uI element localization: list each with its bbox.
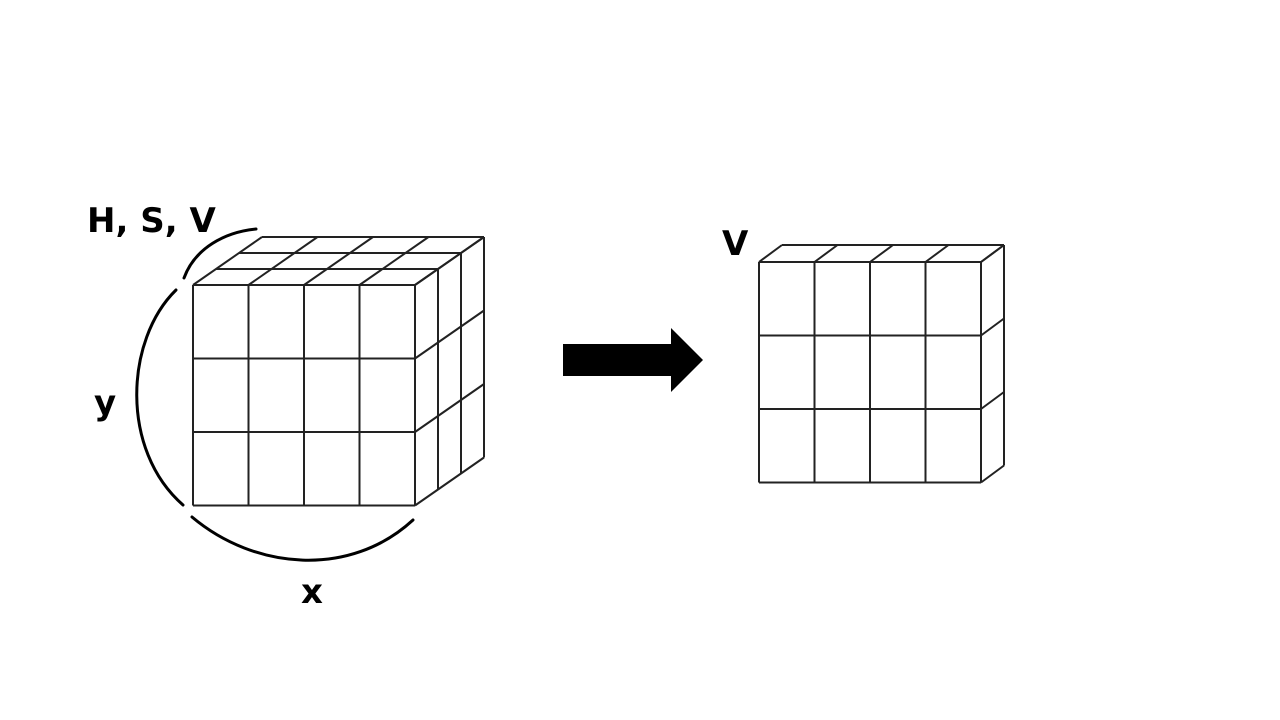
side-grid-line [980,244,1005,263]
top-grid-line [192,236,263,286]
top-grid-line [303,236,374,286]
side-grid-line [980,391,1005,410]
transform-arrow-icon [563,328,703,392]
v-channel-grid [758,244,1005,484]
side-grid-line [414,383,485,433]
y-axis-label: y [94,383,116,423]
side-grid-line [414,309,485,360]
side-grid-line [980,317,1005,337]
top-grid-line [247,236,319,286]
top-grid-line [869,244,894,263]
y-axis-brace [135,288,185,507]
side-grid-line [980,464,1005,484]
channel-depth-brace [182,227,258,280]
top-grid-line [758,244,783,263]
top-grid-line [813,244,839,263]
side-grid-line [414,456,485,507]
hsv-volume-grid [192,236,485,507]
x-axis-label: x [301,572,323,612]
v-channel-label: V [722,224,749,264]
channels-label: H, S, V [87,201,216,241]
x-axis-brace [190,515,415,562]
side-grid-line [414,236,485,286]
top-grid-line [924,244,950,263]
top-grid-line [358,236,430,286]
